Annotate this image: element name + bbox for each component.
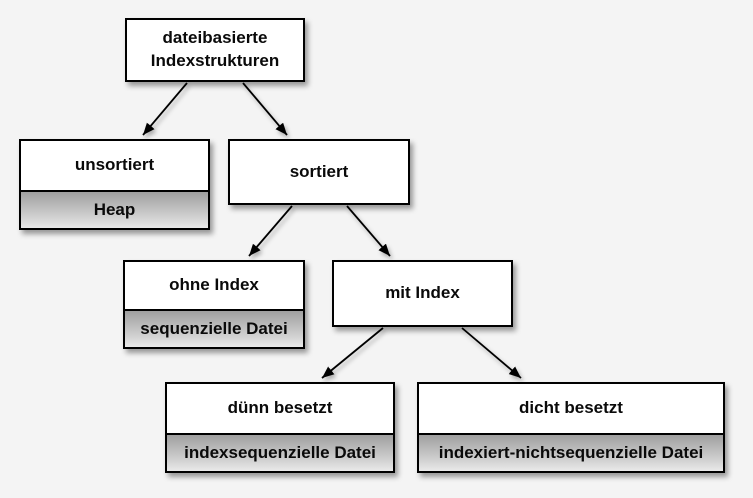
node-sublabel: sequenzielle Datei (125, 309, 303, 347)
edge-sortiert-ohne-index (248, 205, 293, 257)
node-sublabel: indexiert-nichtsequenzielle Datei (419, 433, 723, 471)
node-label: unsortiert (21, 141, 208, 190)
node-label: dünn besetzt (167, 384, 393, 433)
node-dateibasierte-indexstrukturen: dateibasierte Indexstrukturen (125, 18, 305, 82)
node-sublabel: Heap (21, 190, 208, 228)
edge-mit-index-duenn (321, 327, 384, 379)
node-label: dicht besetzt (419, 384, 723, 433)
edge-root-unsortiert (142, 82, 188, 136)
node-label: dateibasierte Indexstrukturen (127, 20, 303, 80)
edge-root-sortiert (242, 82, 288, 136)
edge-mit-index-dicht (461, 327, 522, 379)
node-sublabel: indexsequenzielle Datei (167, 433, 393, 471)
node-duenn-besetzt: dünn besetzt indexsequenzielle Datei (165, 382, 395, 473)
node-ohne-index: ohne Index sequenzielle Datei (123, 260, 305, 349)
node-label: mit Index (334, 262, 511, 325)
node-mit-index: mit Index (332, 260, 513, 327)
node-label: sortiert (230, 141, 408, 203)
node-dicht-besetzt: dicht besetzt indexiert-nichtsequenziell… (417, 382, 725, 473)
node-label: ohne Index (125, 262, 303, 309)
node-unsortiert: unsortiert Heap (19, 139, 210, 230)
node-sortiert: sortiert (228, 139, 410, 205)
edge-sortiert-mit-index (346, 205, 391, 257)
